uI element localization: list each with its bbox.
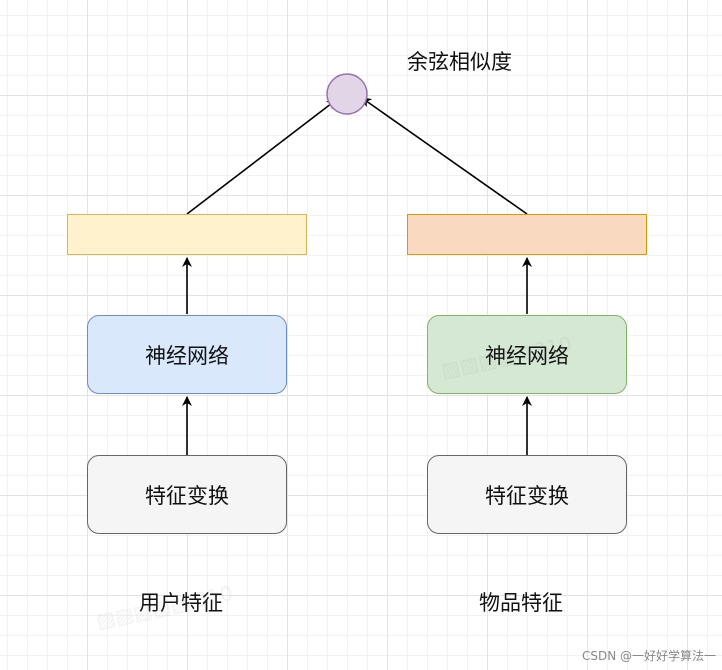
user-network-label: 神经网络 [145,343,229,368]
similarity-title: 余弦相似度 [407,50,512,74]
item-feature-transform: 特征变换 [427,455,627,534]
arrow-user-vector-to-similarity [186,99,337,215]
item-transform-label: 特征变换 [485,483,569,508]
user-transform-label: 特征变换 [145,483,229,508]
item-features-caption: 物品特征 [479,591,563,615]
source-credit: CSDN @一好好学算法一 [581,649,716,663]
similarity-node [326,73,368,115]
user-feature-transform: 特征变换 [87,455,287,534]
user-features-caption: 用户特征 [139,591,223,615]
arrow-item-vector-to-similarity [361,97,528,215]
item-neural-network: 神经网络 [427,315,627,394]
item-network-label: 神经网络 [485,343,569,368]
user-embedding-vector [67,214,307,255]
user-neural-network: 神经网络 [87,315,287,394]
item-embedding-vector [407,214,647,255]
